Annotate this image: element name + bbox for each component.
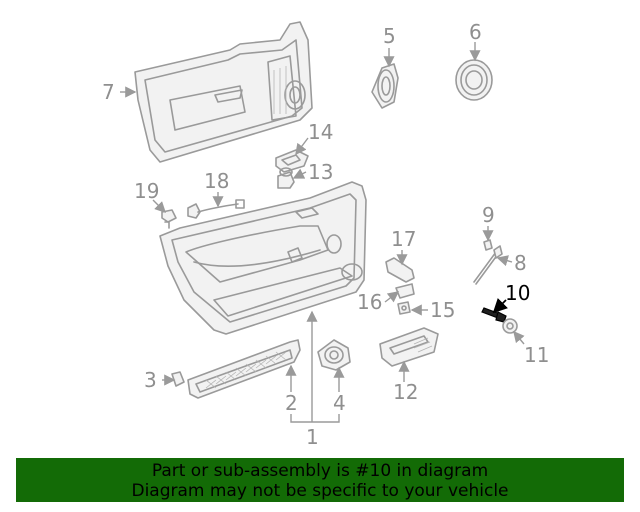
callout-13: 13 <box>308 160 333 184</box>
part-2-map-pocket <box>187 339 301 399</box>
callout-12: 12 <box>393 380 418 404</box>
part-4-lower-speaker <box>317 339 351 371</box>
callout-3: 3 <box>144 368 157 392</box>
callout-10: 10 <box>505 281 530 305</box>
callout-labels: 7 5 6 14 13 18 19 17 16 15 9 8 10 11 12 … <box>102 20 549 449</box>
callout-9: 9 <box>482 203 495 227</box>
callout-18: 18 <box>204 169 229 193</box>
callout-4: 4 <box>333 391 346 415</box>
callout-8: 8 <box>514 251 527 275</box>
part-13-clip <box>277 167 295 189</box>
callout-15: 15 <box>430 298 455 322</box>
part-3-clip <box>171 371 185 387</box>
banner-line-part: Part or sub-assembly is #10 in diagram <box>151 461 489 481</box>
part-7-upper-trim-panel <box>134 21 313 163</box>
callout-19: 19 <box>134 179 159 203</box>
callout-16: 16 <box>357 290 382 314</box>
callout-14: 14 <box>308 120 333 144</box>
part-10-screw <box>481 307 507 323</box>
callout-5: 5 <box>383 24 396 48</box>
part-16-clip <box>395 283 415 299</box>
part-1-door-trim-panel <box>159 181 367 335</box>
part-14-switch <box>275 149 309 173</box>
banner-line-disclaimer: Diagram may not be specific to your vehi… <box>131 481 509 501</box>
part-17-handle <box>385 257 415 283</box>
callout-7: 7 <box>102 80 115 104</box>
leader-lines <box>120 42 525 423</box>
callout-11: 11 <box>524 343 549 367</box>
part-9-clip <box>483 239 493 251</box>
callout-17: 17 <box>391 227 416 251</box>
part-6-speaker <box>455 59 493 101</box>
part-8-strut <box>473 245 503 285</box>
callout-2: 2 <box>285 391 298 415</box>
part-11-cap <box>502 318 518 334</box>
info-banner: Part or sub-assembly is #10 in diagram D… <box>16 458 624 502</box>
callout-1: 1 <box>306 425 319 449</box>
callout-6: 6 <box>469 20 482 44</box>
part-12-bezel <box>379 327 439 367</box>
part-19-retainer <box>161 209 177 229</box>
part-5-speaker-grille <box>371 63 399 109</box>
part-15-fastener <box>397 301 411 315</box>
